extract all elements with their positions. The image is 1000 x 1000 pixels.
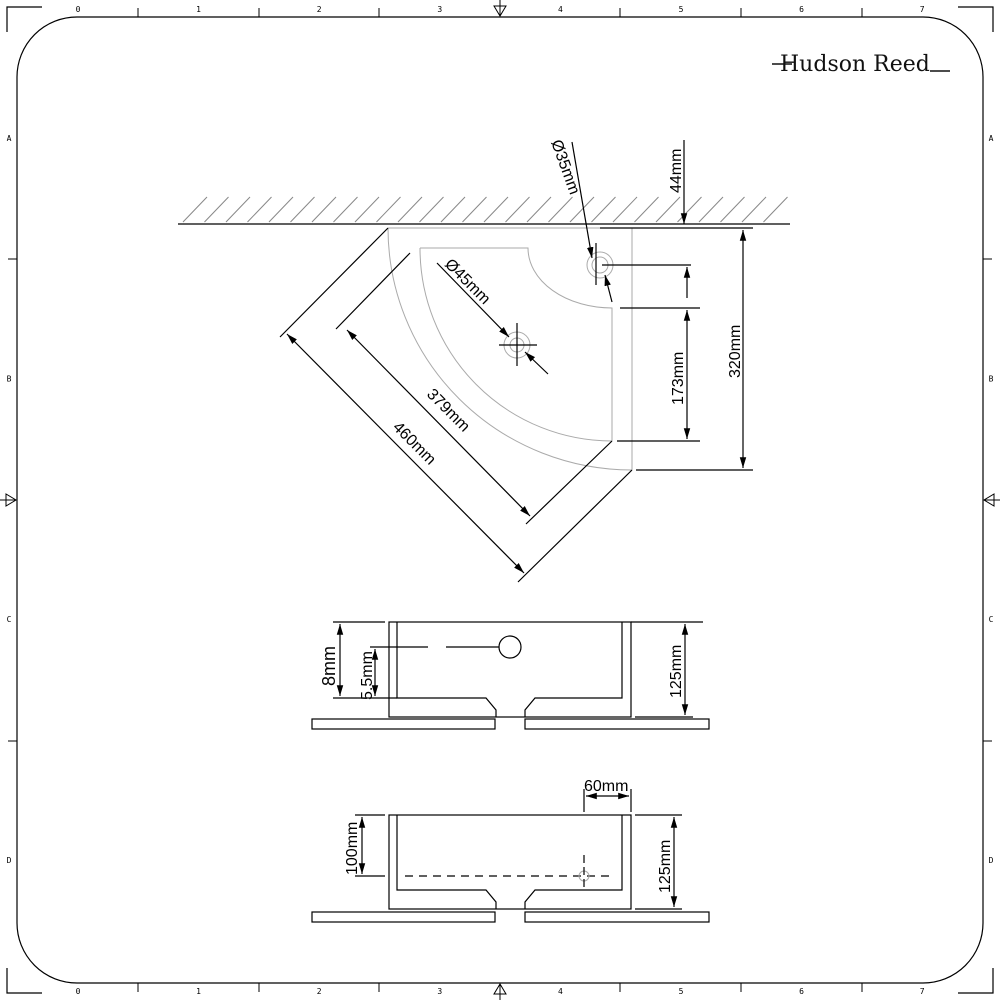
hatch-line (763, 196, 788, 223)
row-label: C (7, 615, 12, 624)
row-label: C (989, 615, 994, 624)
logo-text: Hudson Reed (780, 52, 930, 77)
hatch-line (462, 196, 487, 223)
waste-hole (499, 323, 537, 366)
tap-offset-dim: 60mm (584, 778, 628, 795)
height-dim-2: 125mm (657, 840, 674, 893)
overflow-offset-dim: 5.5mm (359, 651, 376, 700)
hatch-line (612, 196, 638, 223)
frame-ticks (8, 8, 992, 992)
column-label: 5 (679, 987, 684, 996)
countertop-left (311, 718, 496, 730)
hatch-line (311, 196, 337, 223)
bowl-depth-dim: 100mm (344, 822, 361, 875)
plan-view: 460mm 379mm Ø45mm Ø35mm 44mm 173mm 320mm (178, 138, 790, 583)
height-dim-1: 125mm (668, 645, 685, 698)
hatch-line (225, 196, 251, 223)
hatch-line (440, 196, 466, 223)
column-label: 6 (799, 5, 804, 14)
hatch-line (655, 196, 681, 223)
row-label: D (989, 856, 994, 865)
hatch-line (698, 196, 724, 223)
hatch-line (526, 196, 552, 223)
row-label: A (989, 134, 994, 143)
hatch-line (268, 196, 294, 223)
hatch-line (376, 196, 401, 223)
countertop-right (524, 911, 710, 923)
column-label: 0 (76, 5, 81, 14)
hatch-line (720, 196, 745, 223)
column-label: 1 (196, 987, 201, 996)
corner-marks (6, 6, 994, 994)
column-label: 7 (920, 5, 925, 14)
hatch-line (247, 196, 272, 223)
waste-diameter-dim: Ø45mm (441, 256, 493, 308)
hatch-line (354, 196, 380, 223)
column-label: 5 (679, 5, 684, 14)
column-label: 7 (920, 987, 925, 996)
column-label: 4 (558, 5, 563, 14)
hatch-line (333, 196, 358, 223)
inner-front-dim: 379mm (423, 386, 473, 436)
wall-hatching (182, 196, 788, 223)
frame-border (16, 16, 984, 984)
hatch-line (397, 196, 423, 223)
hatch-line (634, 196, 659, 223)
countertop-left (311, 911, 496, 923)
column-label: 3 (437, 5, 442, 14)
hatch-line (741, 196, 767, 223)
row-label: B (989, 375, 994, 384)
row-label: D (7, 856, 12, 865)
overflow-height-dim: 8mm (319, 646, 339, 686)
hatch-line (505, 196, 530, 223)
side-length-dim: 173mm (670, 352, 687, 405)
column-label: 3 (437, 987, 442, 996)
tap-hole-diameter-dim: Ø35mm (547, 138, 582, 197)
hatch-line (483, 196, 509, 223)
hudson-reed-logo: Hudson Reed (772, 52, 950, 77)
hatch-line (677, 196, 702, 223)
hatch-line (548, 196, 573, 223)
depth-dim: 320mm (727, 325, 744, 378)
side-view-side: 60mm 100mm 125mm (311, 778, 710, 923)
wall-to-tap-dim: 44mm (668, 149, 685, 193)
hatch-line (419, 196, 444, 223)
hatch-line (569, 196, 595, 223)
column-label: 2 (317, 987, 322, 996)
hatch-line (204, 196, 229, 223)
row-label: B (7, 375, 12, 384)
column-label: 6 (799, 987, 804, 996)
column-label: 0 (76, 987, 81, 996)
hatch-line (591, 196, 616, 223)
countertop-right (524, 718, 710, 730)
side-view-front: 8mm 5.5mm 125mm (311, 621, 710, 730)
outer-front-dim: 460mm (389, 419, 439, 469)
row-label: A (7, 134, 12, 143)
column-label: 4 (558, 987, 563, 996)
hatch-line (182, 196, 208, 223)
column-label: 2 (317, 5, 322, 14)
hatch-line (290, 196, 315, 223)
column-label: 1 (196, 5, 201, 14)
